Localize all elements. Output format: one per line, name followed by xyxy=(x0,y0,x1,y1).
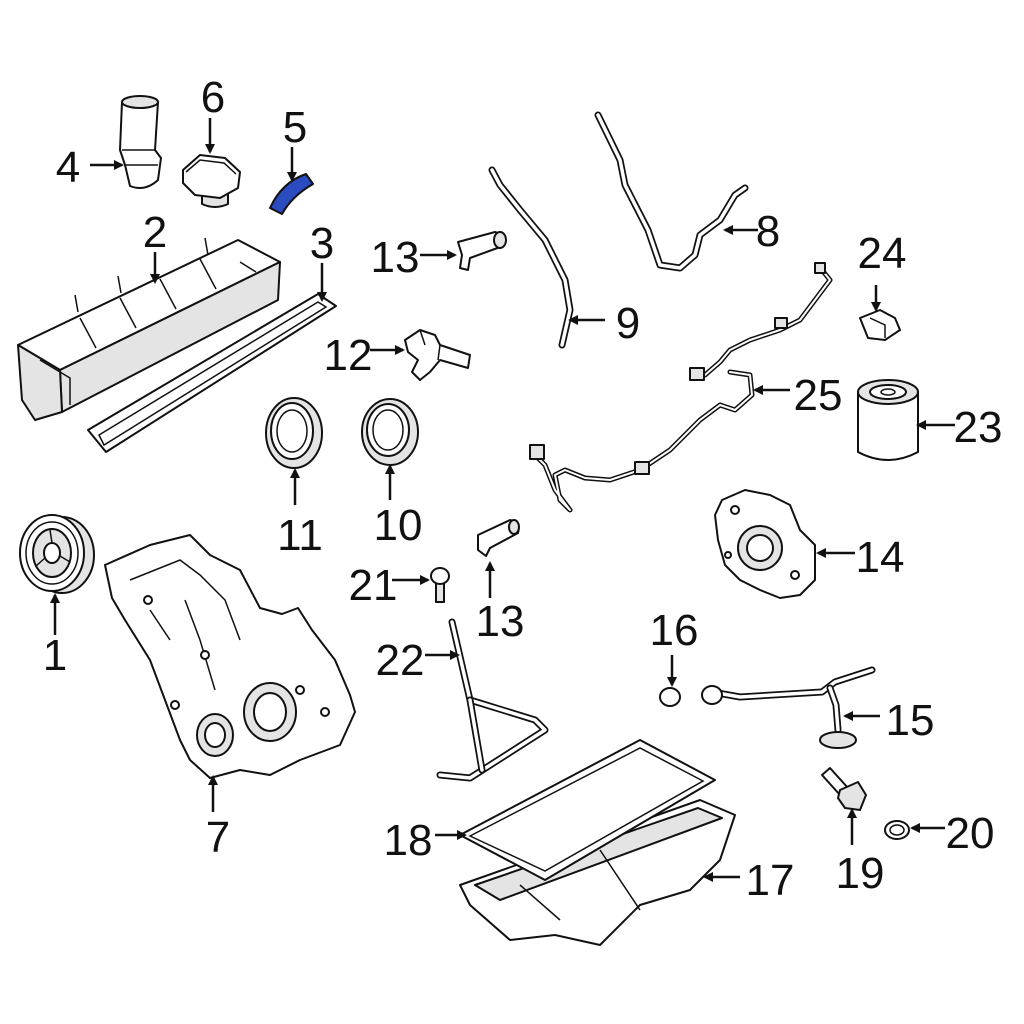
part-2-valve-cover xyxy=(17,237,281,421)
part-20-ring xyxy=(884,820,910,840)
callout-label-13-lower: 13 xyxy=(476,597,525,646)
part-21-plug xyxy=(430,567,450,603)
callout-label-19: 19 xyxy=(836,849,885,898)
part-15-pickup-tube xyxy=(701,666,876,749)
callout-label-20: 20 xyxy=(946,809,995,858)
callout-label-6: 6 xyxy=(201,73,225,122)
part-24-clip xyxy=(859,309,901,341)
part-9-dipstick-tube xyxy=(488,166,574,349)
callout-label-15: 15 xyxy=(886,696,935,745)
callout-label-9: 9 xyxy=(616,299,640,348)
callout-label-17: 17 xyxy=(746,856,795,905)
part-6-oil-cap xyxy=(182,154,241,208)
part-1-pulley xyxy=(19,514,95,594)
part-13-sensor-lower xyxy=(477,519,520,557)
part-3-gasket xyxy=(87,293,337,453)
callout-arrows xyxy=(50,118,955,882)
callout-label-2: 2 xyxy=(143,208,167,257)
callout-label-4: 4 xyxy=(56,143,80,192)
callout-label-18: 18 xyxy=(384,816,433,865)
callout-label-8: 8 xyxy=(756,207,780,256)
part-13-sensor-upper xyxy=(457,231,507,271)
part-25-harness xyxy=(529,262,833,513)
callout-label-21: 21 xyxy=(349,561,398,610)
callout-label-23: 23 xyxy=(954,403,1003,452)
callout-label-11: 11 xyxy=(277,511,323,560)
part-23-oil-filter xyxy=(857,379,919,461)
callout-label-3: 3 xyxy=(310,219,334,268)
part-18-pan-gasket xyxy=(459,739,716,881)
callout-label-7: 7 xyxy=(206,813,230,862)
part-11-seal xyxy=(265,397,323,469)
part-14-oil-pump xyxy=(714,489,816,599)
callout-label-1: 1 xyxy=(43,631,67,680)
part-12-bracket xyxy=(404,329,471,381)
part-4-filler-neck xyxy=(119,95,162,189)
callout-label-12: 12 xyxy=(324,331,373,380)
callout-label-10: 10 xyxy=(374,501,423,550)
part-22-dipstick xyxy=(436,618,549,782)
part-17-oil-pan xyxy=(459,799,736,946)
callout-label-16: 16 xyxy=(650,606,699,655)
callout-label-24: 24 xyxy=(858,229,907,278)
callout-label-14: 14 xyxy=(856,533,905,582)
part-5-baffle xyxy=(269,173,314,215)
part-8-tube xyxy=(594,111,749,272)
part-19-bolt xyxy=(821,767,867,811)
callout-label-13-upper: 13 xyxy=(371,233,420,282)
callout-label-22: 22 xyxy=(376,636,425,685)
callout-label-5: 5 xyxy=(283,103,307,152)
part-7-timing-cover xyxy=(104,534,356,779)
part-16-o-ring xyxy=(659,687,681,707)
callout-labels: 1 2 3 4 5 6 7 8 9 10 11 12 13 13 14 15 1… xyxy=(43,73,1003,905)
part-10-seal xyxy=(361,398,419,466)
callout-label-25: 25 xyxy=(794,371,843,420)
